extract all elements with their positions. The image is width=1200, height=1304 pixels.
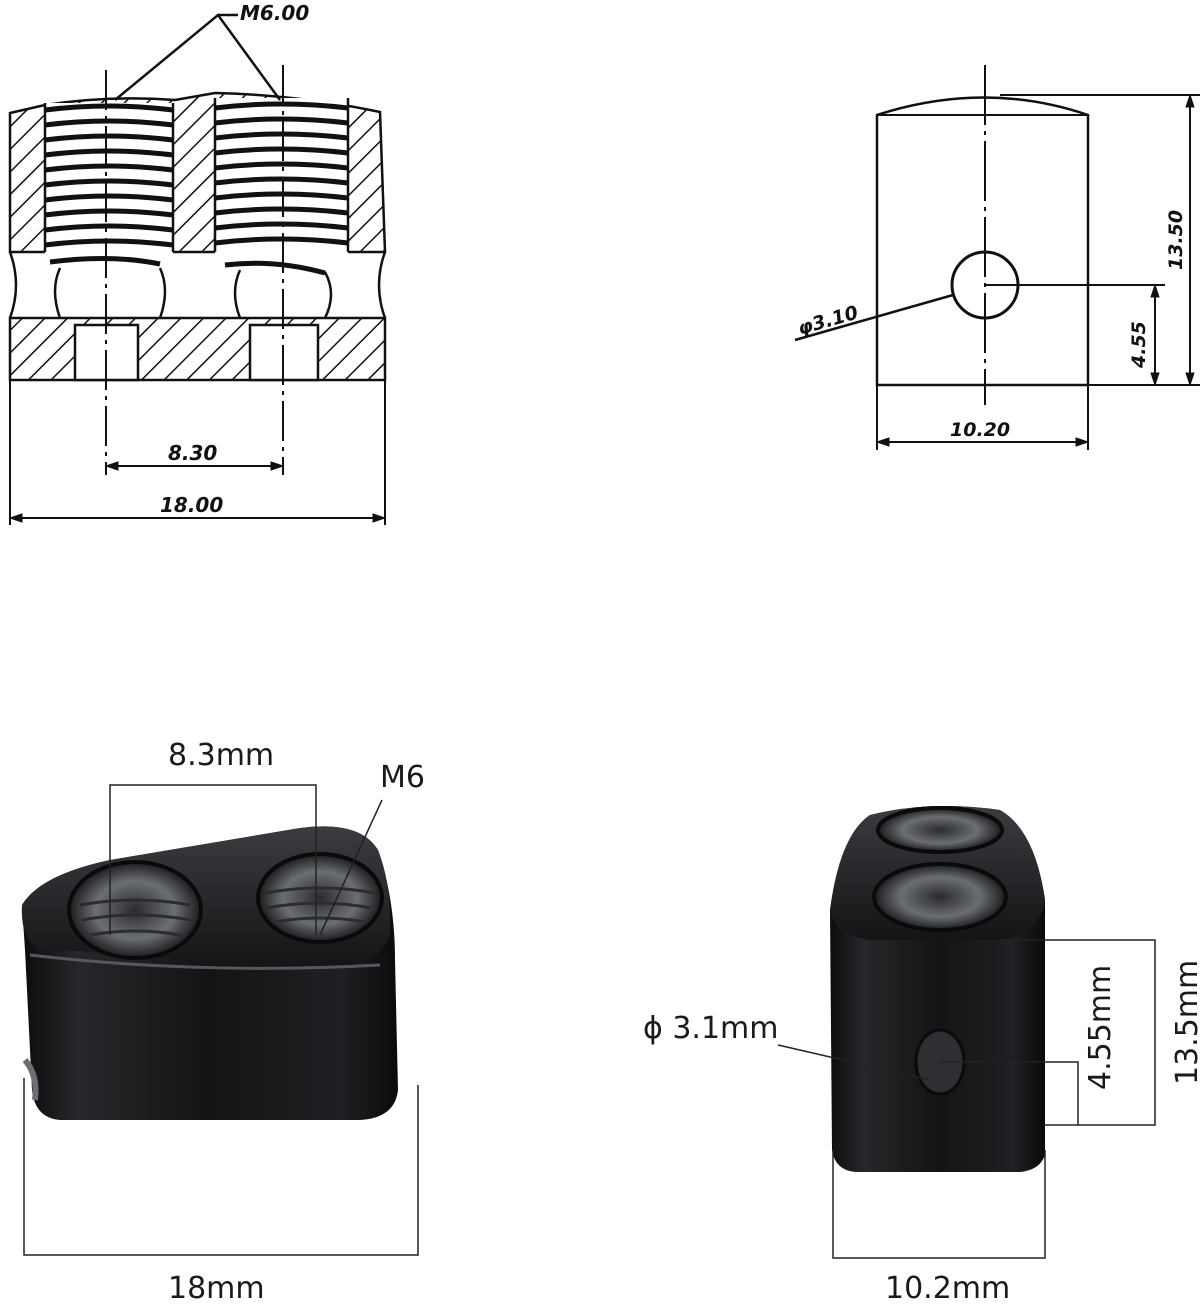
side-thread-hole-top [876, 806, 1004, 854]
front-section-view [8, 13, 387, 525]
photo-thread-label: M6 [380, 760, 425, 795]
photo-side-width-label: 10.2mm [885, 1271, 1010, 1304]
cad-thread-label: M6.00 [240, 1, 309, 25]
cad-hole-height-label: 4.55 [1128, 321, 1150, 369]
lower-section-block [8, 316, 387, 382]
side-thread-hole-front [872, 862, 1008, 932]
cad-height-label: 13.50 [1165, 210, 1187, 270]
side-view [794, 65, 1200, 450]
photo-spacing-label: 8.3mm [168, 738, 274, 773]
photo-height-label: 13.5mm [1170, 960, 1200, 1085]
thread-leader [114, 13, 282, 101]
side-product-photo [777, 806, 1156, 1259]
cad-width-label: 18.00 [160, 493, 223, 517]
cad-hole-diameter-label: φ3.10 [795, 302, 860, 340]
cross-hole-outline [8, 251, 387, 319]
cad-spacing-label: 8.30 [168, 441, 217, 465]
side-outline [875, 96, 1090, 387]
front-thread-hole-right [256, 852, 384, 944]
front-thread-hole-left [67, 860, 203, 960]
thread-hole-right [213, 98, 350, 276]
cad-side-width-label: 10.20 [950, 419, 1010, 441]
photo-width-label: 18mm [168, 1271, 265, 1304]
front-product-photo [21, 784, 419, 1256]
photo-hole-diameter-label: ϕ 3.1mm [643, 1011, 778, 1046]
thread-hole-left [43, 103, 175, 273]
photo-hole-height-label: 4.55mm [1083, 965, 1118, 1090]
